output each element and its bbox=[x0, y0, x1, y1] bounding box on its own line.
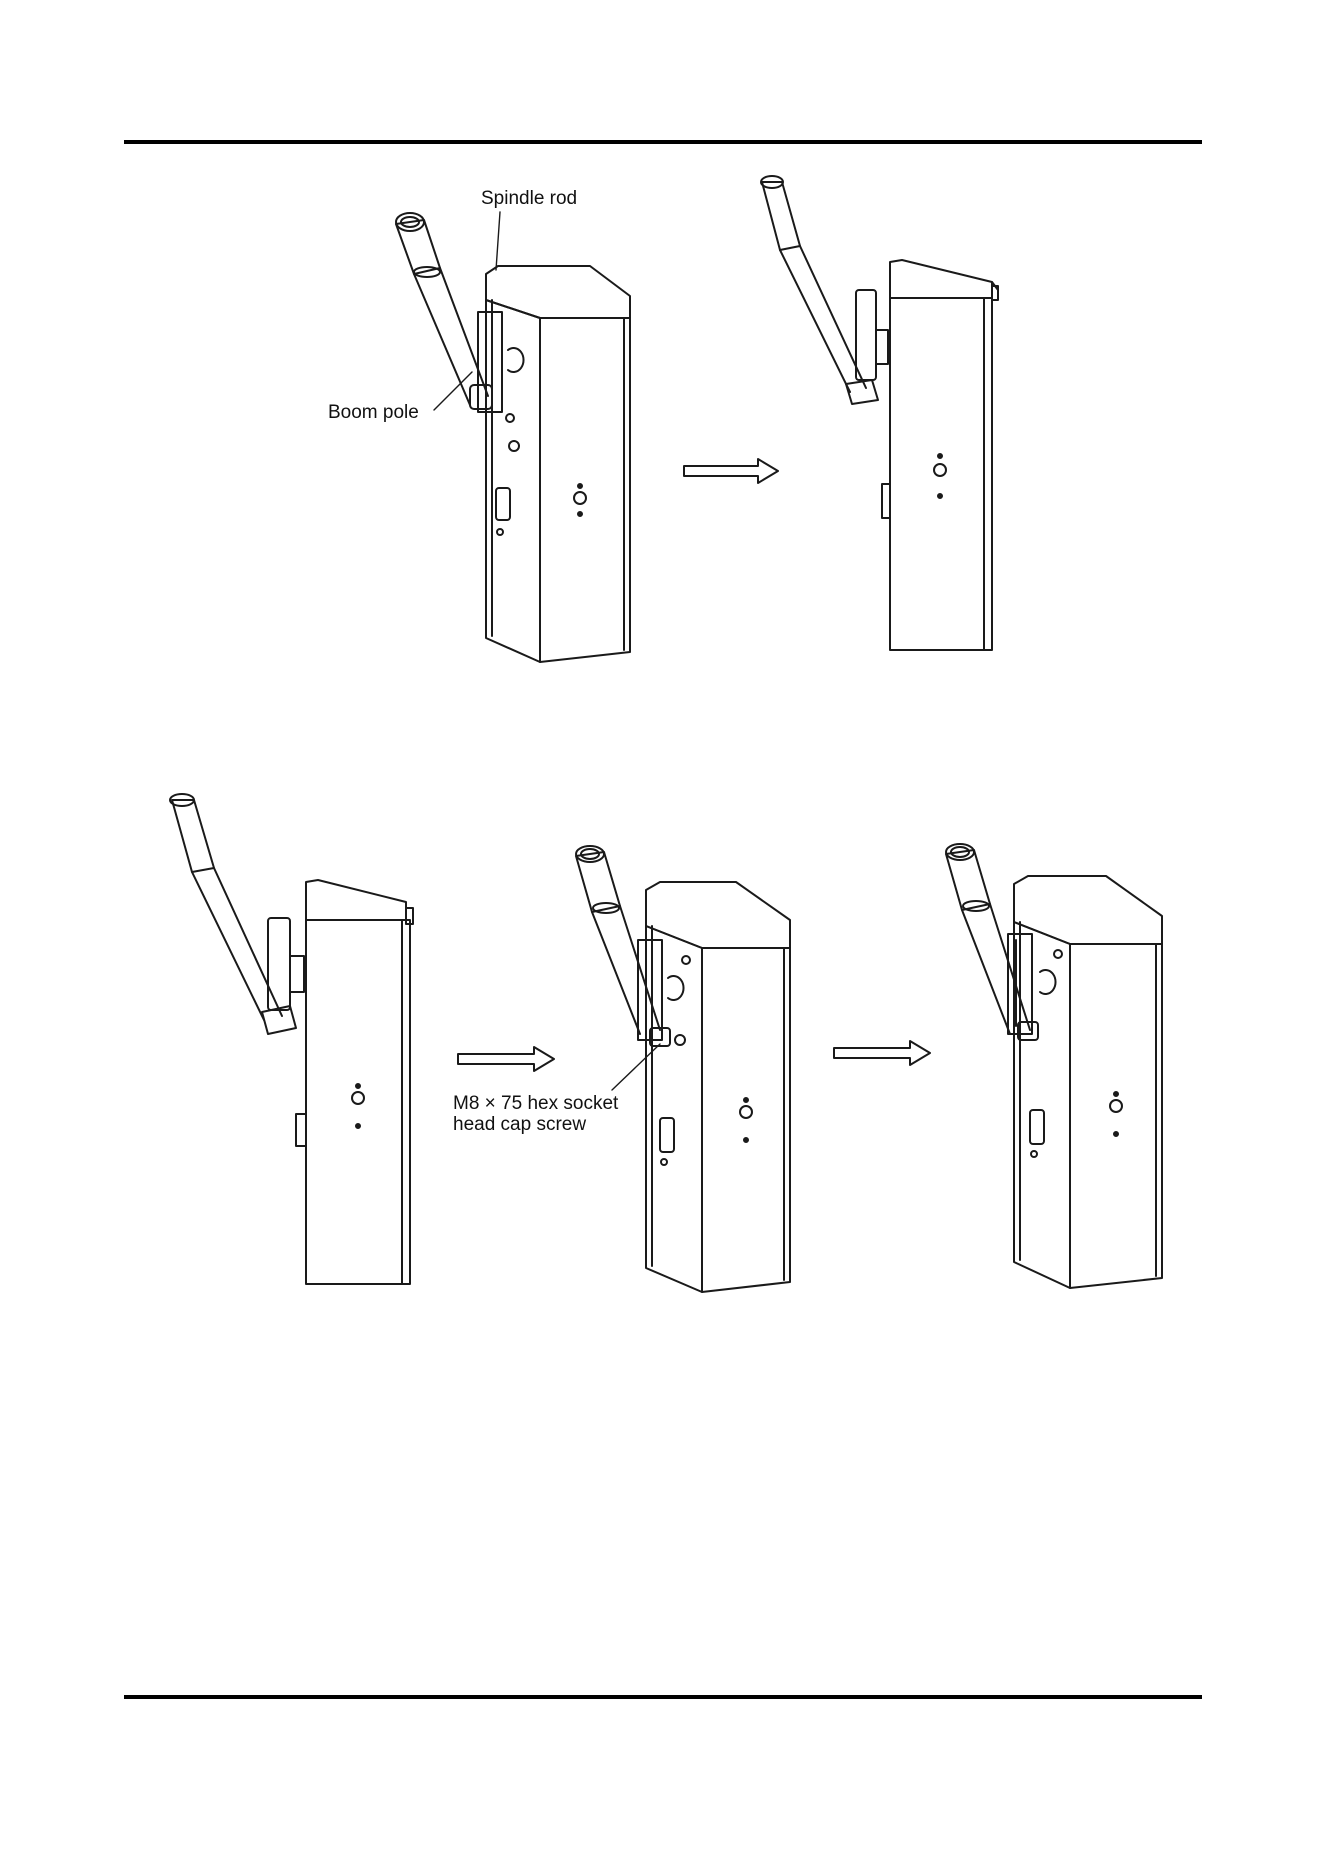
spindle-rod-label: Spindle rod bbox=[481, 188, 577, 209]
boom-pole-icon bbox=[946, 844, 1030, 1034]
boom-pole-label: Boom pole bbox=[328, 402, 419, 423]
screw-label-line1: M8 × 75 hex socket bbox=[453, 1093, 618, 1114]
barrier-unit-iso-3 bbox=[946, 844, 1162, 1288]
screw-label: M8 × 75 hex socket head cap screw bbox=[453, 1093, 618, 1135]
screw-label-line2: head cap screw bbox=[453, 1114, 618, 1135]
barrier-unit-iso-2 bbox=[576, 846, 790, 1292]
step-arrow-icon bbox=[684, 459, 778, 483]
barrier-unit-side-1 bbox=[761, 176, 998, 650]
barrier-unit-iso-1 bbox=[396, 212, 630, 662]
barrier-unit-side-2 bbox=[170, 794, 413, 1284]
boom-pole-icon bbox=[170, 794, 296, 1034]
step-arrow-icon bbox=[834, 1041, 930, 1065]
step-arrow-icon bbox=[458, 1047, 554, 1071]
